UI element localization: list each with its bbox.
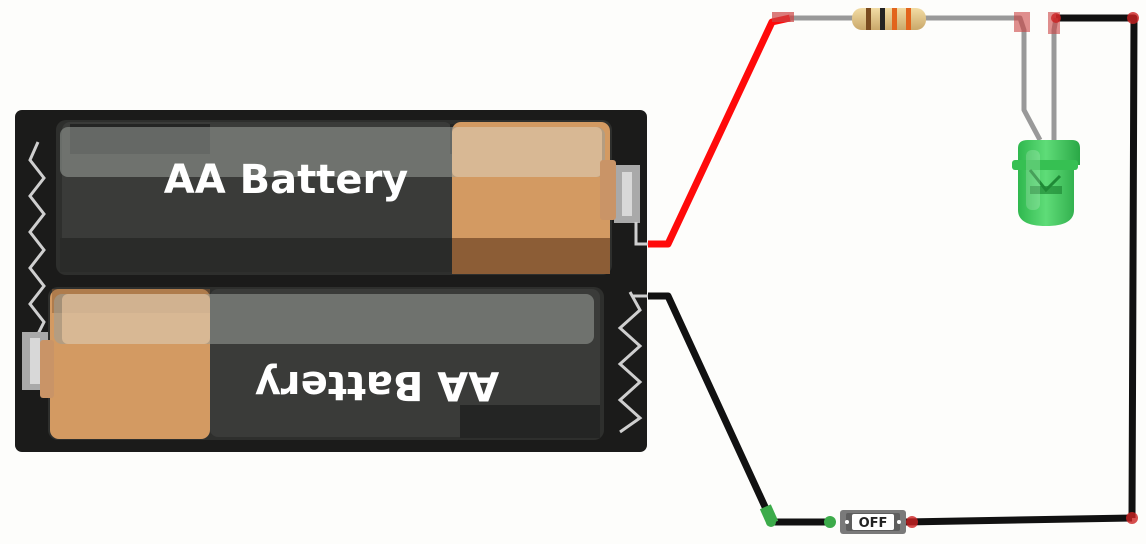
battery-bottom-label: AA Battery [255,362,500,408]
led [1012,140,1080,226]
battery-top: AA Battery [56,120,616,275]
spring-contact-left-top [28,141,46,339]
battery-top-label: AA Battery [164,157,409,203]
slide-switch[interactable]: OFF [840,510,906,534]
return-wire-bottom [904,514,1133,526]
positive-wire [648,14,791,248]
junction-top-right [1127,12,1139,24]
return-wire-right [1056,14,1138,519]
junction-bottom-right [1126,512,1138,524]
switch-label: OFF [859,516,888,531]
battery-bottom: AA Battery [40,287,604,440]
resistor [852,8,926,30]
spring-contact-right-bottom [617,291,643,434]
negative-wire [648,292,830,526]
led-cathode-wire [1051,17,1059,140]
